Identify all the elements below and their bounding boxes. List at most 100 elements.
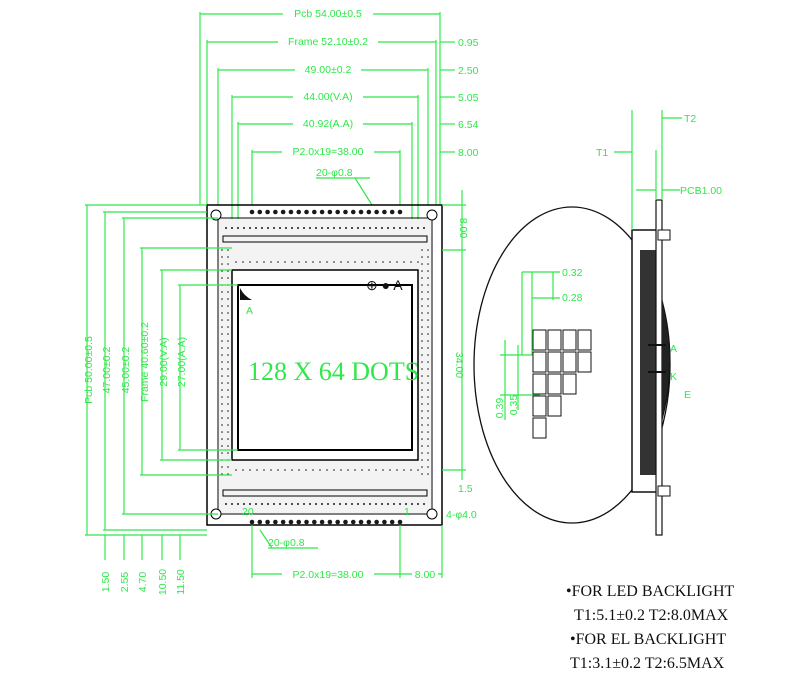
stipple-dot bbox=[221, 438, 223, 440]
stipple-dot bbox=[421, 249, 423, 251]
aa-width-label: 40.92(A.A) bbox=[303, 118, 353, 130]
stipple-dot bbox=[227, 466, 229, 468]
stipple-dot bbox=[427, 473, 429, 475]
pin-hole bbox=[358, 209, 364, 215]
rail-dot bbox=[249, 227, 251, 229]
pin-hole bbox=[273, 209, 278, 215]
stipple-dot bbox=[427, 305, 429, 307]
stipple-dot bbox=[227, 445, 229, 447]
stipple-dot bbox=[427, 417, 429, 419]
va-width-label: 44.00(V.A) bbox=[303, 91, 352, 103]
stipple-dot bbox=[427, 354, 429, 356]
el-backlight-values: T1:3.1±0.2 T2:6.5MAX bbox=[570, 655, 725, 672]
rail-dot bbox=[411, 227, 413, 229]
stipple-dot bbox=[221, 347, 223, 349]
stipple-dot bbox=[375, 469, 377, 471]
corner-marker-a bbox=[240, 288, 252, 300]
rail-dot bbox=[339, 503, 341, 505]
rail-dot bbox=[327, 503, 329, 505]
pcb-height-label: Pcb 50.00±0.5 bbox=[83, 336, 95, 404]
stipple-dot bbox=[319, 469, 321, 471]
stipple-dot bbox=[221, 312, 223, 314]
rail-dot bbox=[231, 227, 233, 229]
stipple-dot bbox=[235, 261, 237, 263]
pin-hole bbox=[350, 209, 356, 215]
rail-dot bbox=[273, 227, 275, 229]
stipple-dot bbox=[227, 263, 229, 265]
stipple-dot bbox=[410, 469, 412, 471]
stipple-dot bbox=[263, 469, 265, 471]
stipple-dot bbox=[421, 389, 423, 391]
stipple-dot bbox=[221, 298, 223, 300]
stipple-dot bbox=[227, 389, 229, 391]
pin-hole bbox=[366, 519, 372, 525]
pixel-cell bbox=[547, 373, 562, 395]
stipple-dot bbox=[427, 410, 429, 412]
stipple-dot bbox=[421, 354, 423, 356]
stipple-dot bbox=[291, 261, 293, 263]
rail-dot bbox=[333, 503, 335, 505]
rail-dot bbox=[327, 227, 329, 229]
pin-hole bbox=[257, 519, 263, 525]
rail-dot bbox=[291, 227, 293, 229]
small-label-15: 1.5 bbox=[458, 483, 473, 495]
stipple-dot bbox=[227, 368, 229, 370]
hole-diameter-label: 4-φ4.0 bbox=[446, 509, 477, 521]
pixel-cell bbox=[562, 351, 577, 373]
stipple-dot bbox=[227, 256, 229, 258]
stipple-dot bbox=[427, 459, 429, 461]
stipple-dot bbox=[227, 291, 229, 293]
pin-row-bottom bbox=[225, 503, 425, 525]
stipple-dot bbox=[227, 424, 229, 426]
led-backlight-values: T1:5.1±0.2 T2:8.0MAX bbox=[574, 607, 729, 624]
stipple-dot bbox=[427, 368, 429, 370]
rail-dot bbox=[237, 227, 239, 229]
rail-dot bbox=[417, 227, 419, 229]
right-800-label: 8.00 bbox=[457, 218, 469, 239]
rail-dot bbox=[375, 227, 377, 229]
tick-1150: 11.50 bbox=[175, 569, 187, 595]
pin-hole bbox=[382, 519, 387, 525]
pixel-cell bbox=[532, 351, 547, 373]
stipple-dot bbox=[427, 438, 429, 440]
stipple-dot bbox=[421, 347, 423, 349]
stipple-dot bbox=[427, 277, 429, 279]
pin-hole bbox=[312, 519, 317, 525]
pixel-cell bbox=[547, 351, 562, 373]
stipple-dot bbox=[427, 452, 429, 454]
led-backlight-title: •FOR LED BACKLIGHT bbox=[566, 583, 734, 600]
stipple-dot bbox=[368, 469, 370, 471]
rail-dot bbox=[417, 503, 419, 505]
pin-20-label: 20 bbox=[242, 506, 254, 518]
pin-row-top bbox=[225, 209, 425, 229]
stipple-dot bbox=[421, 277, 423, 279]
width-49-label: 49.00±0.2 bbox=[305, 64, 352, 76]
stipple-dot bbox=[427, 263, 429, 265]
stipple-dot bbox=[396, 469, 398, 471]
stipple-dot bbox=[421, 291, 423, 293]
stipple-dot bbox=[421, 340, 423, 342]
pixel-cell bbox=[532, 329, 547, 351]
stipple-dot bbox=[421, 382, 423, 384]
pin-diameter-top-label: 20-φ0.8 bbox=[316, 167, 353, 179]
pin-1-label: 1 bbox=[404, 506, 410, 518]
t2-label: T2 bbox=[684, 113, 696, 125]
stipple-dot bbox=[305, 261, 307, 263]
stipple-dot bbox=[427, 396, 429, 398]
stipple-dot bbox=[427, 284, 429, 286]
stipple-dot bbox=[221, 417, 223, 419]
stipple-dot bbox=[291, 469, 293, 471]
pixel-cell bbox=[547, 329, 562, 351]
rail-dot bbox=[315, 227, 317, 229]
stipple-dot bbox=[421, 445, 423, 447]
rail-dot bbox=[303, 227, 305, 229]
stipple-dot bbox=[221, 326, 223, 328]
stipple-dot bbox=[227, 312, 229, 314]
stipple-dot bbox=[221, 382, 223, 384]
stipple-dot bbox=[421, 466, 423, 468]
stipple-dot bbox=[227, 354, 229, 356]
stipple-dot bbox=[427, 431, 429, 433]
rail-dot bbox=[351, 227, 353, 229]
stipple-dot bbox=[221, 389, 223, 391]
pin-hole bbox=[312, 209, 317, 215]
